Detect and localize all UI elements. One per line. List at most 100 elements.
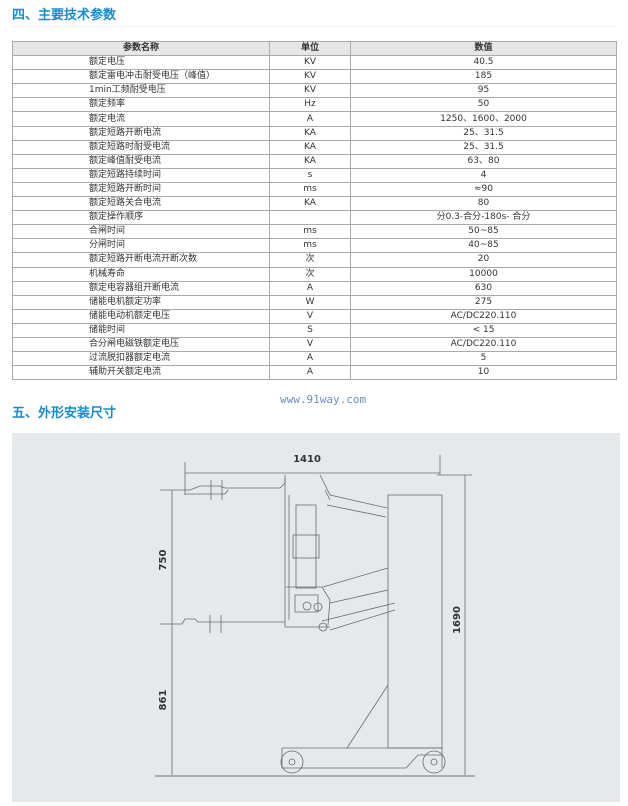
table-header-row: 参数名称 单位 数值 [12,40,617,57]
lower-contact-arm [160,618,285,625]
param-value: 630 [350,280,617,296]
param-value: < 15 [350,322,617,338]
wheel [280,750,304,774]
param-value: 50 [350,97,617,113]
param-unit: A [269,280,351,296]
param-name: 储能电动机额定电压 [12,308,270,324]
param-value: 50~85 [350,224,617,240]
param-name: 辅助开关额定电流 [12,365,270,381]
header-unit: 单位 [269,40,351,57]
param-name: 机械寿命 [12,266,270,282]
param-value: 1250、1600、2000 [350,111,617,127]
param-unit: V [269,308,351,324]
param-value: 185 [350,69,617,85]
param-name: 额定短路持续时间 [12,167,270,183]
param-unit: KA [269,139,351,155]
dim-lower-label: 861 [158,690,169,711]
param-unit: Hz [269,97,351,113]
param-name: 额定电压 [12,55,270,71]
param-name: 额定电容器组开断电流 [12,280,270,296]
param-unit: A [269,111,351,127]
param-name: 过流脱扣器额定电流 [12,351,270,367]
param-value: 5 [350,351,617,367]
param-unit: ms [269,238,351,254]
param-unit: S [269,322,351,338]
dim-upper-label: 750 [158,550,169,571]
upper-arm [319,474,388,518]
param-name: 额定操作顺序 [12,210,270,226]
param-name: 储能电机额定功率 [12,294,270,310]
param-unit: A [269,351,351,367]
param-name: 分闸时间 [12,238,270,254]
param-unit: ms [269,224,351,240]
param-unit: KV [269,69,351,85]
param-name: 合分闸电磁铁额定电压 [12,336,270,353]
param-value: AC/DC220.110 [350,308,617,324]
param-value: 275 [350,294,617,310]
param-name: 额定峰值耐受电流 [12,153,270,169]
param-value: 25、31.5 [350,139,617,155]
param-name: 额定短路开断电流开断次数 [12,252,270,268]
param-name: 额定短路关合电流 [12,196,270,212]
param-value: 10 [350,365,617,381]
table-row: 额定操作顺序 分0.3-合分-180s- 合分 [12,210,617,226]
dim-height-label: 1690 [452,606,463,634]
param-unit: ms [269,181,351,198]
section-title-parameters: 四、主要技术参数 [12,8,117,23]
param-name: 额定电流 [12,111,270,127]
param-name: 1min工频耐受电压 [12,83,270,99]
breaker-frame [284,478,330,628]
param-unit: KV [269,83,351,99]
header-name: 参数名称 [12,40,270,57]
param-name: 额定短路开断电流 [12,125,270,141]
dim-width-label: 1410 [293,454,321,465]
param-unit: KA [269,153,351,169]
param-unit: V [269,336,351,353]
param-unit: W [269,294,351,310]
param-unit: KV [269,55,351,71]
param-unit [269,210,351,226]
watermark: www.91way.com [280,393,367,406]
param-name: 储能时间 [12,322,270,338]
param-name: 合闸时间 [12,224,270,240]
param-unit: KA [269,125,351,141]
section-title-dimensions: 五、外形安装尺寸 [12,406,117,421]
param-value: 20 [350,252,617,268]
param-value: 95 [350,83,617,99]
param-value: 40~85 [350,238,617,254]
breaker-outline-drawing: 1410 1690 750 861 [155,454,475,777]
param-name: 额定短路开断时间 [12,181,270,198]
param-unit: 次 [269,266,351,282]
param-unit: 次 [269,252,351,268]
param-value: 40.5 [350,55,617,71]
wheel [422,750,446,774]
param-value: 4 [350,167,617,183]
divider [12,26,616,27]
param-unit: KA [269,196,351,212]
upper-contact-arm [160,475,286,495]
header-value: 数值 [350,40,617,57]
param-value: 63、80 [350,153,617,169]
trolley-base [281,747,443,769]
dimension-drawing: 1410 1690 750 861 [12,433,620,802]
param-value: 分0.3-合分-180s- 合分 [350,210,617,226]
